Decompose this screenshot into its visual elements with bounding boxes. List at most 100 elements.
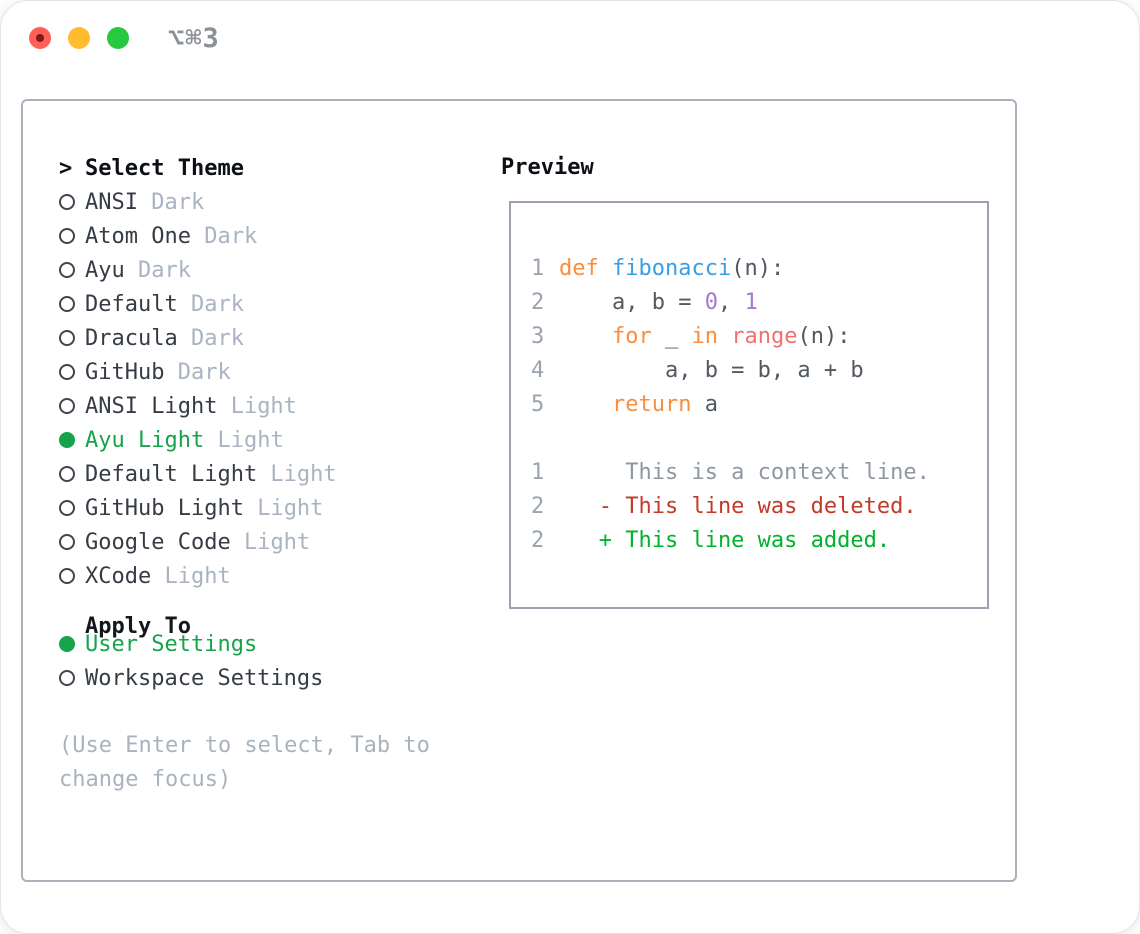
line-number: 2 <box>531 289 545 315</box>
code-token-plain: a <box>691 391 718 417</box>
item-label: Atom One <box>85 223 191 249</box>
code-token-keyword: return <box>611 391 692 417</box>
traffic-light-buttons <box>29 27 129 49</box>
line-number: 2 <box>531 493 545 519</box>
apply-to-option[interactable]: User Settings <box>59 627 501 661</box>
radio-dot <box>59 534 75 550</box>
apply-to-label: Apply To <box>85 613 191 639</box>
radio-dot <box>59 398 75 414</box>
line-number: 5 <box>531 391 545 417</box>
radio-dot <box>59 568 75 584</box>
minimize-button[interactable] <box>68 27 90 49</box>
code-token-plain: (n): <box>731 255 785 281</box>
item-label: GitHub Light <box>85 495 244 521</box>
code-token-added: + This line was added. <box>559 527 891 553</box>
item-label: GitHub <box>85 359 165 385</box>
code-line: 1 def fibonacci(n): <box>531 251 987 285</box>
radio-dot <box>59 330 75 346</box>
code-token-keyword: def <box>559 255 599 281</box>
line-number: 1 <box>531 255 545 281</box>
theme-item[interactable]: Atom One Dark <box>59 219 501 253</box>
item-variant-label: Light <box>257 461 337 487</box>
code-token-builtin: range <box>731 323 798 349</box>
code-token-number: 1 <box>744 289 758 315</box>
apply-to-header: Apply To <box>59 593 501 639</box>
radio-dot <box>59 296 75 312</box>
theme-item[interactable]: Default Dark <box>59 287 501 321</box>
item-variant-label: Dark <box>164 359 231 385</box>
title-bar: ⌥⌘3 <box>1 1 1139 99</box>
item-variant-label: Dark <box>177 291 244 317</box>
item-label: Google Code <box>85 529 231 555</box>
radio-dot <box>59 364 75 380</box>
code-token-context: This is a context line. <box>559 459 930 485</box>
code-token-plain: (n): <box>797 323 851 349</box>
radio-dot <box>59 228 75 244</box>
code-line: 2 + This line was added. <box>531 523 987 557</box>
apply-to-option[interactable]: Workspace Settings <box>59 661 501 695</box>
item-label: Default <box>85 291 178 317</box>
code-line: 2 a, b = 0, 1 <box>531 285 987 319</box>
theme-item[interactable]: Dracula Dark <box>59 321 501 355</box>
item-variant-label: Dark <box>177 325 244 351</box>
radio-unselected-icon <box>59 330 85 346</box>
select-theme-label: Select Theme <box>85 155 244 181</box>
item-label: XCode <box>85 563 152 589</box>
item-label: Ayu <box>85 257 125 283</box>
code-token-function: fibonacci <box>612 255 732 281</box>
preview-header: Preview <box>501 155 594 180</box>
code-token-plain: a, b = <box>559 289 705 315</box>
code-token-plain: , <box>717 289 745 315</box>
window-title: ⌥⌘3 <box>168 23 220 54</box>
item-variant-label: Light <box>151 563 231 589</box>
item-label: Workspace Settings <box>85 665 324 691</box>
keyboard-hint: (Use Enter to select, Tab to change focu… <box>59 733 444 792</box>
radio-unselected-icon <box>59 466 85 482</box>
item-variant-label: Light <box>243 495 324 521</box>
theme-item[interactable]: Ayu Dark <box>59 253 501 287</box>
radio-dot <box>59 194 75 210</box>
line-number: 2 <box>531 527 545 553</box>
radio-dot <box>59 466 75 482</box>
radio-selected-icon <box>59 432 85 448</box>
item-label: Dracula <box>85 325 178 351</box>
radio-selected-icon <box>59 636 85 652</box>
close-button[interactable] <box>29 27 51 49</box>
code-line: 1 This is a context line. <box>531 455 987 489</box>
code-line: 5 return a <box>531 387 987 421</box>
theme-item[interactable]: GitHub Light Light <box>59 491 501 525</box>
item-label: ANSI <box>85 189 138 215</box>
radio-dot <box>59 500 75 516</box>
code-token-keyword: for <box>611 323 652 349</box>
radio-unselected-icon <box>59 194 85 210</box>
zoom-button[interactable] <box>107 27 129 49</box>
item-label: ANSI Light <box>85 393 218 419</box>
code-token-plain <box>559 324 612 349</box>
radio-dot <box>59 670 75 686</box>
item-label: Default Light <box>85 461 258 487</box>
code-token-plain: _ <box>651 323 692 349</box>
radio-unselected-icon <box>59 364 85 380</box>
code-token-plain <box>559 392 612 417</box>
radio-unselected-icon <box>59 500 85 516</box>
theme-item[interactable]: Google Code Light <box>59 525 501 559</box>
code-token-number: 0 <box>704 289 718 315</box>
radio-unselected-icon <box>59 228 85 244</box>
radio-dot <box>59 432 75 448</box>
theme-item[interactable]: ANSI Light Light <box>59 389 501 423</box>
theme-item[interactable]: GitHub Dark <box>59 355 501 389</box>
theme-item[interactable]: Ayu Light Light <box>59 423 501 457</box>
radio-unselected-icon <box>59 398 85 414</box>
theme-item[interactable]: Default Light Light <box>59 457 501 491</box>
item-label: User Settings <box>85 631 258 657</box>
code-token-plain <box>599 256 612 281</box>
radio-unselected-icon <box>59 296 85 312</box>
item-variant-label: Light <box>204 427 284 453</box>
theme-item[interactable]: ANSI Dark <box>59 185 501 219</box>
theme-item[interactable]: XCode Light <box>59 559 501 593</box>
